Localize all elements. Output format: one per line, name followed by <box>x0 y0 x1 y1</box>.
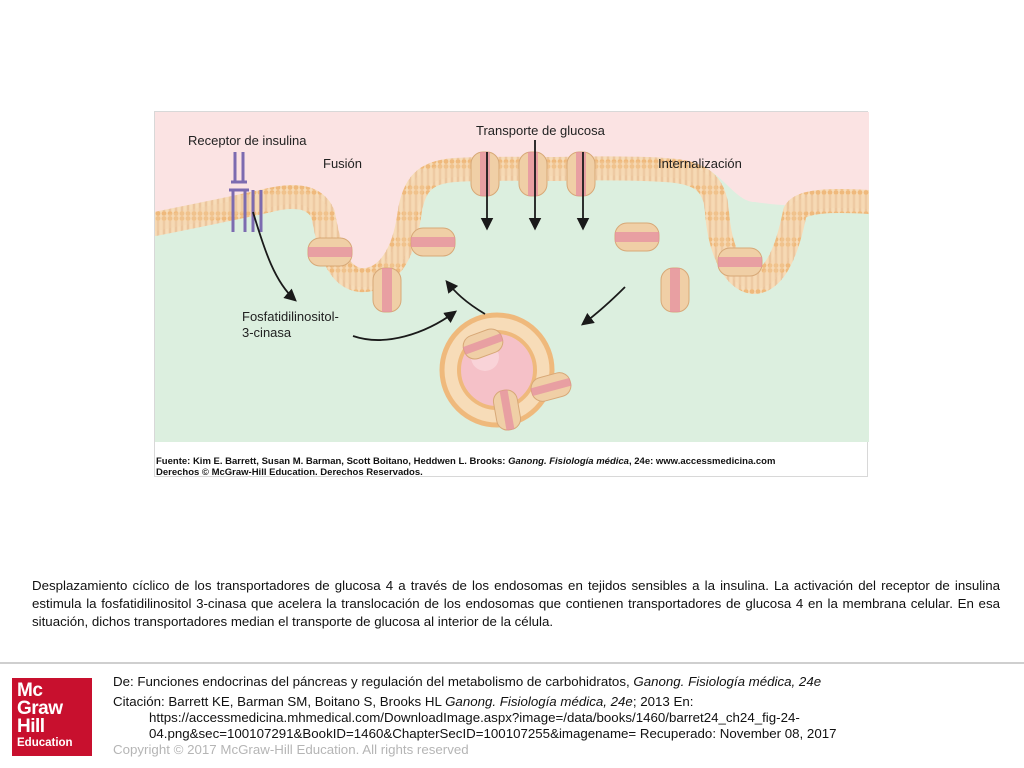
citation-url-line-2: 04.png&sec=100107291&BookID=1460&Chapter… <box>149 726 837 741</box>
from-line: De: Funciones endocrinas del páncreas y … <box>113 674 822 689</box>
figure-caption: Desplazamiento cíclico de los transporta… <box>32 578 1000 629</box>
label-glucose-transport: Transporte de glucosa <box>476 123 606 138</box>
insulin-receptor <box>229 152 263 232</box>
label-fusion: Fusión <box>323 156 362 171</box>
glut4-cycle-diagram: Receptor de insulina Fusión Transporte d… <box>155 112 869 442</box>
label-insulin-receptor: Receptor de insulina <box>188 133 307 148</box>
source-line-1: Fuente: Kim E. Barrett, Susan M. Barman,… <box>156 456 776 467</box>
citation-line: Citación: Barrett KE, Barman SM, Boitano… <box>113 694 694 709</box>
citation-url-line-1: https://accessmedicina.mhmedical.com/Dow… <box>149 710 800 725</box>
citation-block: De: Funciones endocrinas del páncreas y … <box>113 674 1013 758</box>
figure-frame: Receptor de insulina Fusión Transporte d… <box>154 111 869 477</box>
internalization-to-vesicle-arrow <box>580 286 626 326</box>
glucose-transport-arrows <box>480 140 590 231</box>
copyright-notice: Copyright © 2017 McGraw-Hill Education. … <box>113 742 469 757</box>
pi3k-to-fusion-arrow <box>352 310 458 341</box>
figure-source: Fuente: Kim E. Barrett, Susan M. Barman,… <box>154 456 868 478</box>
label-pi3k-line1: Fosfatidilinositol- <box>242 309 339 324</box>
source-line-2: Derechos © McGraw-Hill Education. Derech… <box>156 467 423 478</box>
plasma-membrane <box>155 156 869 295</box>
footer-divider <box>0 662 1024 664</box>
receptor-to-pi3k-arrow <box>252 211 297 302</box>
vesicle-to-fusion-arrow <box>445 280 486 315</box>
mcgraw-hill-logo: Mc Graw Hill Education <box>12 678 92 756</box>
label-internalization: Internalización <box>658 156 742 171</box>
glucose-transporters <box>307 151 763 431</box>
label-pi3k-line2: 3-cinasa <box>242 325 292 340</box>
